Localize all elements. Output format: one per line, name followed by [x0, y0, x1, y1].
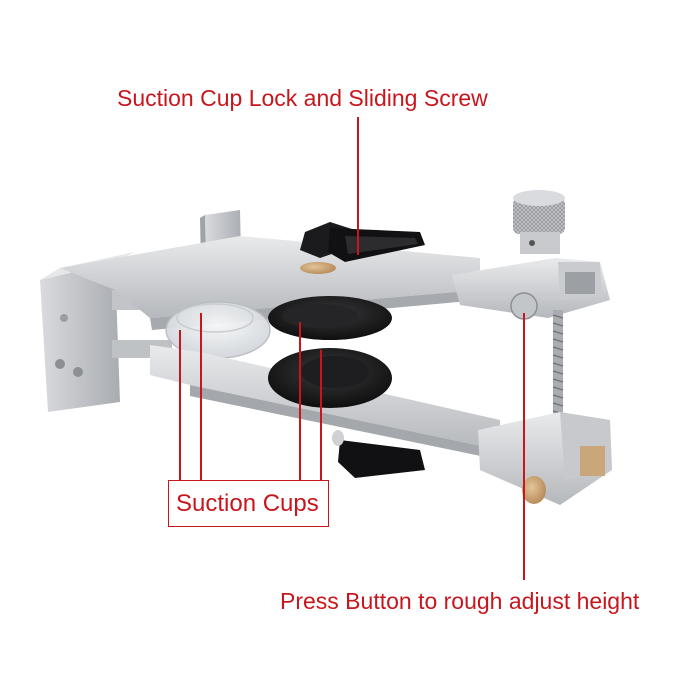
suction-cups-label: Suction Cups — [176, 490, 319, 517]
lock-annotation-label: Suction Cup Lock and Sliding Screw — [117, 85, 488, 111]
suction-cup-lock — [300, 222, 425, 274]
right-lower-block — [478, 412, 612, 505]
threaded-screw — [552, 310, 564, 430]
button-annotation-label: Press Button to rough adjust height — [280, 588, 640, 614]
leader-lines — [179, 117, 525, 580]
adjustment-knob — [513, 190, 565, 254]
upper-dark-suction-cup — [268, 296, 392, 340]
lower-dark-suction-cup — [268, 348, 392, 408]
suction-cups-label-box: Suction Cups — [168, 480, 329, 527]
right-upper-block — [452, 258, 610, 320]
clear-suction-cup — [165, 301, 271, 359]
bottom-lock — [332, 430, 425, 478]
